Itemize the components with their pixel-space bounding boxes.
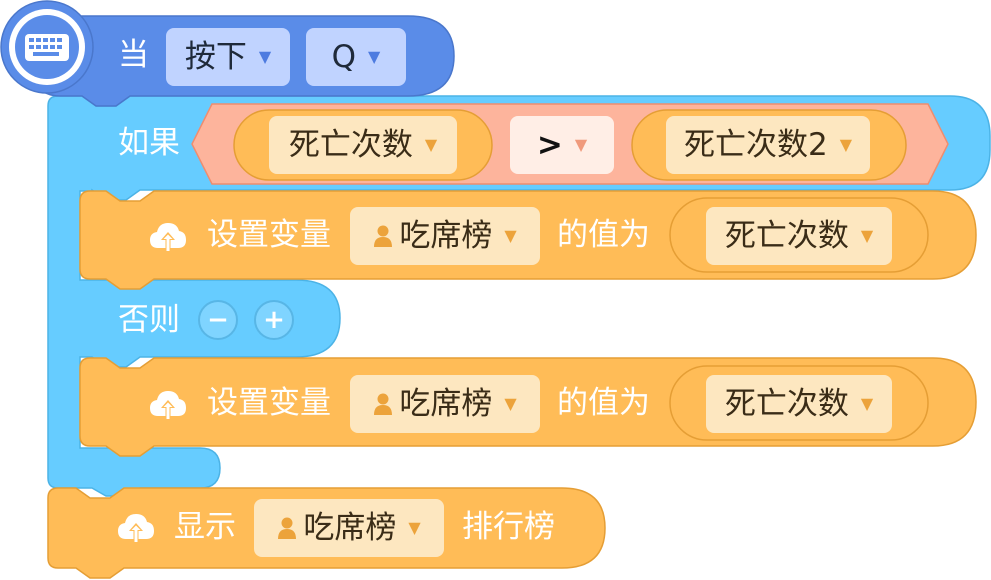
right-operand-value: 死亡次数2 <box>683 126 828 163</box>
set-variable-label-1: 设置变量 <box>207 217 331 253</box>
set-variable-name-2: 吃席榜 <box>399 385 493 422</box>
key-action-value: 按下 <box>184 38 247 75</box>
add-branch-button[interactable]: + <box>254 300 294 340</box>
chevron-down-icon: ▼ <box>368 47 381 66</box>
leaderboard-label: 排行榜 <box>462 509 555 545</box>
show-label: 显示 <box>174 509 236 545</box>
minus-icon: − <box>207 305 229 335</box>
when-label: 当 <box>118 37 149 73</box>
person-icon <box>374 225 393 247</box>
show-variable-name: 吃席榜 <box>303 509 397 546</box>
set-value-dropdown-2[interactable]: 死亡次数 ▼ <box>706 375 892 433</box>
chevron-down-icon: ▼ <box>504 226 517 245</box>
chevron-down-icon: ▼ <box>258 47 272 66</box>
chevron-down-icon: ▼ <box>574 135 588 154</box>
person-icon <box>374 393 393 415</box>
set-value-1: 死亡次数 <box>724 217 849 254</box>
key-dropdown[interactable]: Q ▼ <box>306 28 406 86</box>
set-variable-label-2: 设置变量 <box>207 385 331 421</box>
show-variable-dropdown[interactable]: 吃席榜 ▼ <box>254 499 444 557</box>
person-icon <box>278 517 297 539</box>
operator-value: > <box>536 126 563 163</box>
chevron-down-icon: ▼ <box>839 135 853 154</box>
right-operand-dropdown[interactable]: 死亡次数2 ▼ <box>666 116 870 174</box>
set-value-dropdown-1[interactable]: 死亡次数 ▼ <box>706 207 892 265</box>
key-value: Q <box>331 38 357 75</box>
key-action-dropdown[interactable]: 按下 ▼ <box>166 28 290 86</box>
remove-branch-button[interactable]: − <box>198 300 238 340</box>
set-variable-name-1: 吃席榜 <box>399 217 493 254</box>
cloud-upload-icon <box>150 223 186 252</box>
plus-icon: + <box>263 305 285 335</box>
keyboard-icon <box>25 34 69 61</box>
set-value-label-1: 的值为 <box>557 217 650 253</box>
chevron-down-icon: ▼ <box>424 135 438 154</box>
set-variable-dropdown-1[interactable]: 吃席榜 ▼ <box>350 207 540 265</box>
cloud-upload-icon <box>118 514 154 543</box>
chevron-down-icon: ▼ <box>860 394 874 413</box>
cloud-upload-icon <box>150 391 186 420</box>
left-operand-dropdown[interactable]: 死亡次数 ▼ <box>269 116 457 174</box>
chevron-down-icon: ▼ <box>504 394 517 413</box>
chevron-down-icon: ▼ <box>860 226 874 245</box>
chevron-down-icon: ▼ <box>408 518 421 537</box>
else-label: 否则 <box>118 302 180 338</box>
operator-dropdown[interactable]: > ▼ <box>510 116 614 174</box>
left-operand-value: 死亡次数 <box>288 126 413 163</box>
set-variable-dropdown-2[interactable]: 吃席榜 ▼ <box>350 375 540 433</box>
if-label: 如果 <box>118 125 180 161</box>
set-value-label-2: 的值为 <box>557 385 650 421</box>
set-value-2: 死亡次数 <box>724 385 849 422</box>
